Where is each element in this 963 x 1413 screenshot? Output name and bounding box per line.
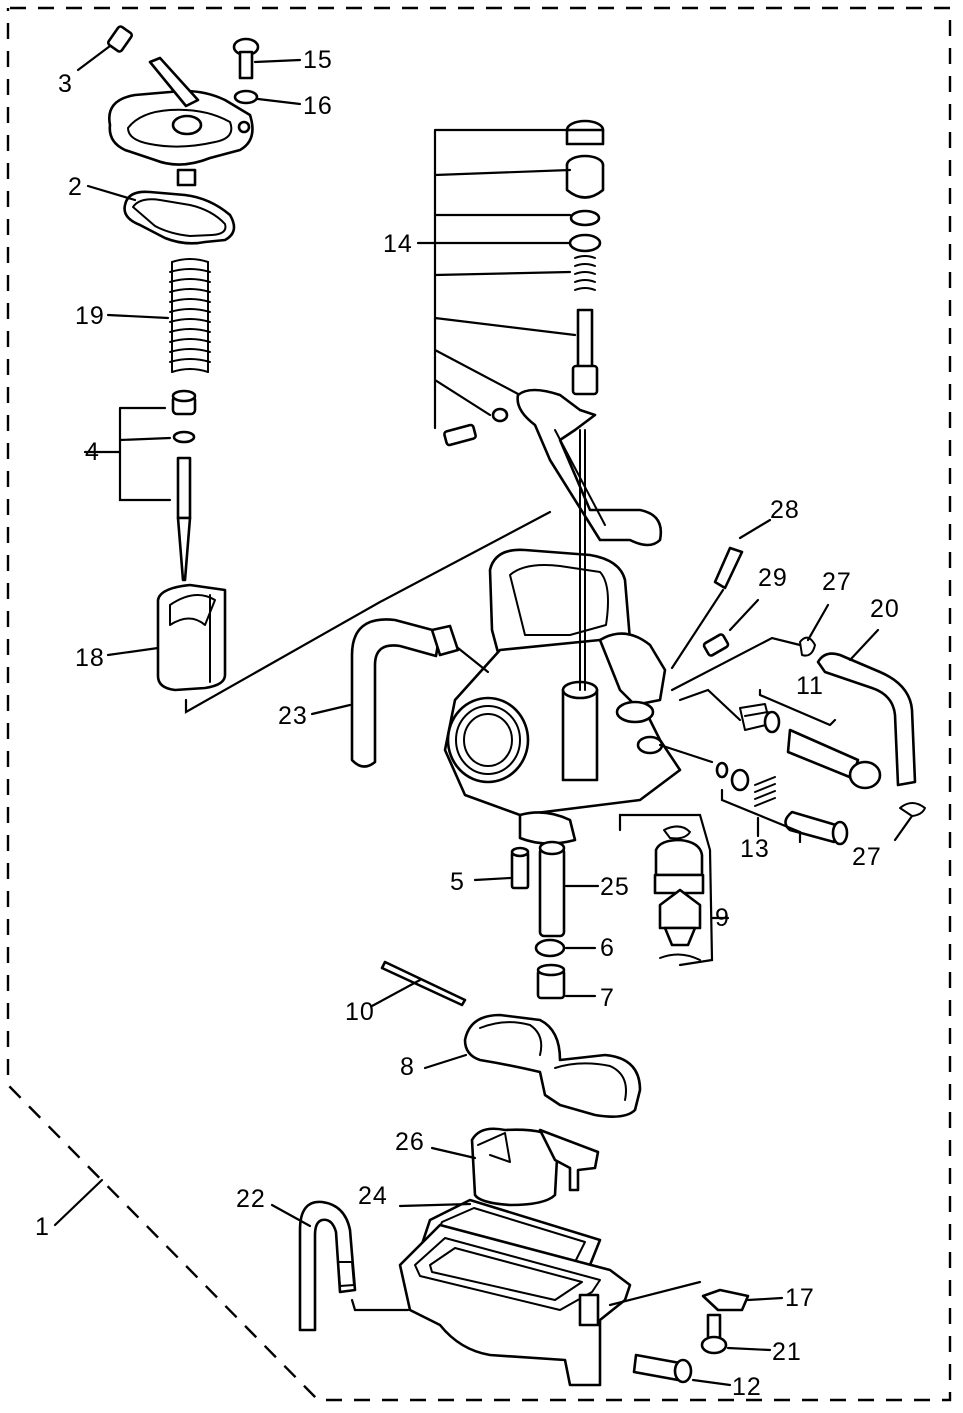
callout-20: 20 bbox=[870, 595, 900, 623]
carburetor-body bbox=[443, 429, 682, 845]
callout-25: 25 bbox=[600, 873, 630, 901]
callout-13: 13 bbox=[740, 835, 770, 863]
part-14-adjuster-group bbox=[416, 119, 663, 547]
callout-29: 29 bbox=[758, 564, 788, 592]
callout-15: 15 bbox=[303, 46, 333, 74]
part-2-gasket bbox=[86, 184, 236, 245]
part-28-screw bbox=[670, 518, 772, 670]
callout-26: 26 bbox=[395, 1128, 425, 1156]
part-21-screw bbox=[700, 1313, 772, 1355]
part-26-baffle bbox=[430, 1127, 600, 1207]
callout-19: 19 bbox=[75, 302, 105, 330]
part-20-hose bbox=[816, 628, 917, 787]
callout-22: 22 bbox=[236, 1185, 266, 1213]
part-25-needle-jet bbox=[538, 840, 600, 938]
callout-14: 14 bbox=[383, 230, 413, 258]
callout-21: 21 bbox=[772, 1338, 802, 1366]
part-15-screw bbox=[232, 37, 302, 80]
part-16-washer bbox=[233, 89, 302, 106]
callout-28: 28 bbox=[770, 496, 800, 524]
callout-12: 12 bbox=[732, 1373, 762, 1401]
callout-2: 2 bbox=[68, 173, 83, 201]
float-bowl bbox=[398, 1223, 702, 1387]
part-3-screw bbox=[76, 25, 133, 72]
part-19-spring bbox=[106, 258, 211, 373]
callout-27-lower: 27 bbox=[852, 843, 882, 871]
part-27-clamp-upper bbox=[799, 603, 830, 657]
part-22-hose bbox=[270, 1200, 410, 1332]
callout-8: 8 bbox=[400, 1053, 415, 1081]
part-23-hose bbox=[310, 618, 490, 768]
part-11-air-screw bbox=[670, 636, 882, 790]
part-8-float bbox=[423, 1013, 642, 1118]
part-9-needle-valve bbox=[618, 813, 730, 967]
part-17-plate bbox=[701, 1288, 784, 1312]
callout-11: 11 bbox=[796, 672, 824, 700]
assembly-boundary bbox=[6, 6, 952, 1402]
part-6-washer bbox=[534, 938, 597, 958]
part-13-pilot-screw bbox=[658, 743, 849, 846]
part-10-pin bbox=[370, 960, 467, 1008]
callout-labels: 1 2 3 4 5 6 7 8 9 10 11 12 13 14 15 16 1… bbox=[35, 46, 900, 1401]
callout-23: 23 bbox=[278, 702, 308, 730]
callout-3: 3 bbox=[58, 70, 73, 98]
callout-9: 9 bbox=[715, 904, 730, 932]
callout-1: 1 bbox=[35, 1213, 50, 1241]
part-5-pilot-jet bbox=[473, 846, 530, 890]
part-12-drain-screw bbox=[632, 1353, 732, 1387]
callout-17: 17 bbox=[785, 1284, 815, 1312]
part-18-throttle-slide bbox=[106, 510, 552, 714]
callout-27-upper: 27 bbox=[822, 568, 852, 596]
callout-18: 18 bbox=[75, 644, 105, 672]
part-4-needle-assembly bbox=[83, 389, 197, 582]
callout-7: 7 bbox=[600, 984, 615, 1012]
part-7-main-jet bbox=[536, 963, 597, 1000]
callout-10: 10 bbox=[345, 998, 375, 1026]
callout-4: 4 bbox=[85, 438, 100, 466]
part-27-clamp-lower bbox=[893, 802, 926, 842]
part-mixing-chamber-top bbox=[108, 56, 254, 187]
callout-5: 5 bbox=[450, 868, 465, 896]
part-29-screw bbox=[702, 598, 760, 657]
part-1-leader bbox=[53, 1178, 104, 1227]
callout-6: 6 bbox=[600, 934, 615, 962]
callout-16: 16 bbox=[303, 92, 333, 120]
callout-24: 24 bbox=[358, 1182, 388, 1210]
